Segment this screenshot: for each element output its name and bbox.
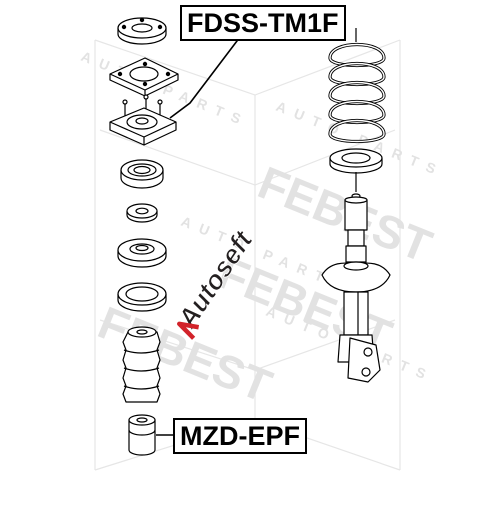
- spring-pad-icon: [329, 148, 383, 174]
- part-number-label-top: FDSS-TM1F: [180, 5, 346, 41]
- autoseft-logo-swoosh: [177, 321, 200, 340]
- small-washer-icon: [126, 203, 158, 223]
- coil-spring-icon: [328, 28, 386, 144]
- mount-washer-icon: [117, 17, 167, 45]
- spring-seat-icon: [117, 238, 167, 268]
- part-number-label-bottom: MZD-EPF: [173, 418, 307, 454]
- leader-line-top: [169, 36, 241, 119]
- rubber-seat-icon: [117, 282, 167, 312]
- dust-boot-icon: [122, 326, 161, 403]
- shock-absorber-icon: [321, 172, 391, 383]
- mount-plate-icon: [109, 57, 179, 97]
- bump-stop-icon: [128, 414, 156, 456]
- strut-mount-icon: [109, 94, 177, 146]
- bearing-icon: [120, 159, 164, 189]
